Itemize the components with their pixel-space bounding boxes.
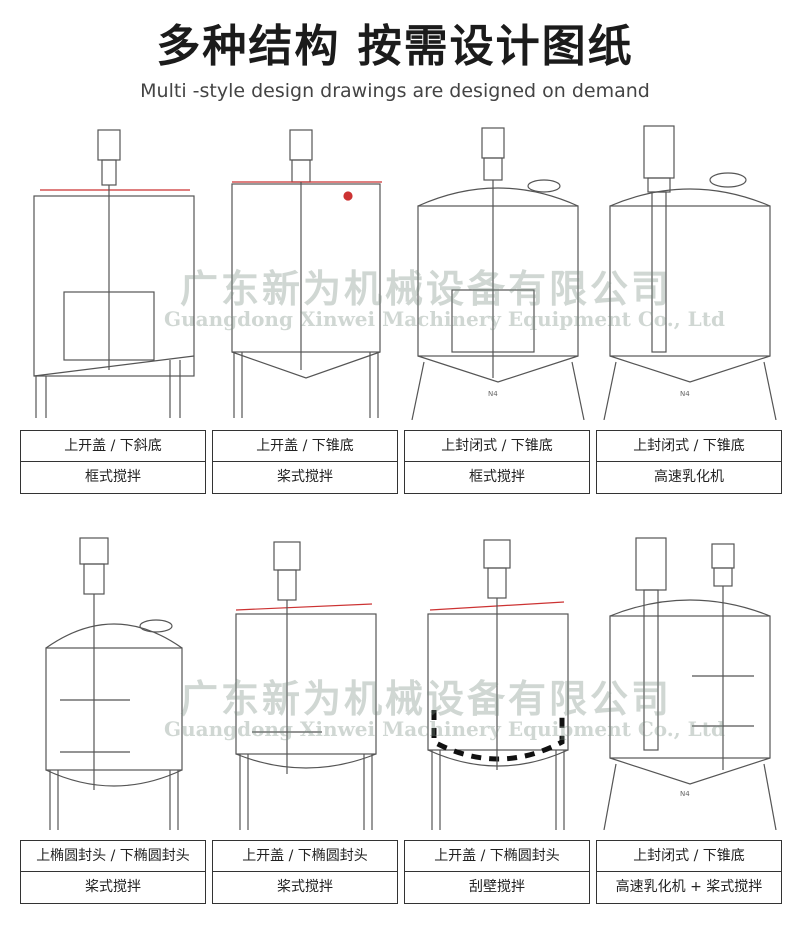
tank-label-box: 上封闭式 / 下锥底 高速乳化机 bbox=[596, 430, 782, 494]
nozzle-mark: N4 bbox=[680, 790, 690, 798]
tank-agitator-label: 桨式搅拌 bbox=[85, 879, 141, 895]
tank-structure-label: 上开盖 / 下锥底 bbox=[213, 431, 397, 462]
tank-agitator-label: 框式搅拌 bbox=[469, 469, 525, 485]
tank-label-box: 上封闭式 / 下锥底 框式搅拌 bbox=[404, 430, 590, 494]
tank-drawing-closed-cone: N4 bbox=[404, 120, 590, 420]
tank-agitator-label: 刮壁搅拌 bbox=[469, 879, 525, 895]
tank-drawing-cone-bottom bbox=[212, 120, 398, 420]
tank-label-box: 上封闭式 / 下锥底 高速乳化机 + 桨式搅拌 bbox=[596, 840, 782, 904]
tank-agitator-label: 桨式搅拌 bbox=[277, 879, 333, 895]
nozzle-mark: N4 bbox=[680, 390, 690, 398]
tank-structure-label: 上封闭式 / 下锥底 bbox=[597, 431, 781, 462]
nozzle-mark: N4 bbox=[488, 390, 498, 398]
tank-structure-label: 上开盖 / 下椭圆封头 bbox=[213, 841, 397, 872]
tank-drawing-emulsifier-paddle: N4 bbox=[596, 530, 782, 830]
tank-agitator-label: 高速乳化机 bbox=[654, 469, 724, 485]
page-subtitle: Multi -style design drawings are designe… bbox=[140, 80, 650, 102]
tank-drawing-emulsifier: N4 bbox=[596, 120, 782, 420]
tank-drawing-scraper bbox=[404, 530, 590, 830]
tank-label-box: 上椭圆封头 / 下椭圆封头 桨式搅拌 bbox=[20, 840, 206, 904]
tank-structure-label: 上开盖 / 下斜底 bbox=[21, 431, 205, 462]
tank-label-box: 上开盖 / 下椭圆封头 刮壁搅拌 bbox=[404, 840, 590, 904]
tank-structure-label: 上封闭式 / 下锥底 bbox=[597, 841, 781, 872]
tank-agitator-label: 桨式搅拌 bbox=[277, 469, 333, 485]
tank-structure-label: 上椭圆封头 / 下椭圆封头 bbox=[21, 841, 205, 872]
tank-agitator-label: 高速乳化机 + 桨式搅拌 bbox=[615, 879, 763, 895]
tank-drawing-open-ellipse bbox=[212, 530, 398, 830]
tank-agitator-label: 框式搅拌 bbox=[85, 469, 141, 485]
tank-drawing-sloped-bottom bbox=[20, 120, 206, 420]
tank-label-box: 上开盖 / 下斜底 框式搅拌 bbox=[20, 430, 206, 494]
page-title: 多种结构 按需设计图纸 bbox=[156, 21, 634, 72]
tank-structure-label: 上封闭式 / 下锥底 bbox=[405, 431, 589, 462]
tank-drawing-ellipse-heads bbox=[20, 530, 206, 830]
tank-label-box: 上开盖 / 下椭圆封头 桨式搅拌 bbox=[212, 840, 398, 904]
tank-label-box: 上开盖 / 下锥底 桨式搅拌 bbox=[212, 430, 398, 494]
tank-structure-label: 上开盖 / 下椭圆封头 bbox=[405, 841, 589, 872]
